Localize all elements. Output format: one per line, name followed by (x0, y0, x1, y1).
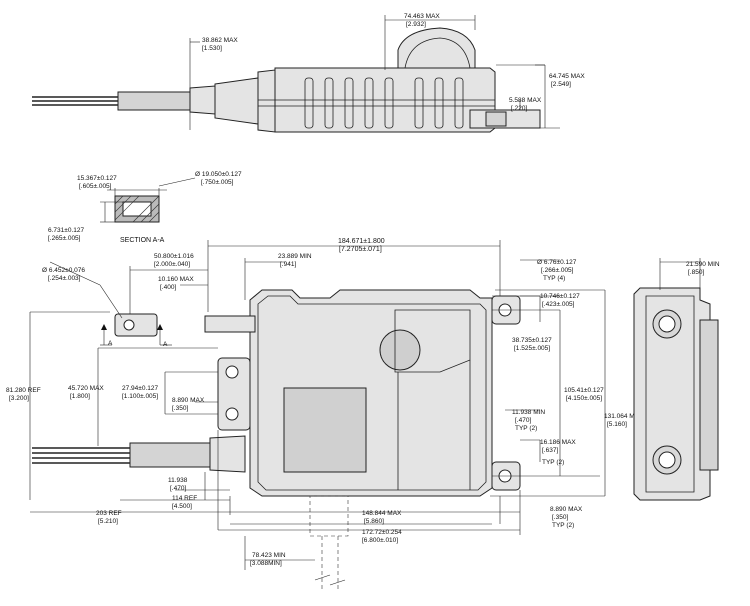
dim-top-left-in: [1.530] (202, 45, 222, 52)
dim-10: 10.160 MAX (158, 276, 194, 283)
dim-78-in: [3.088MIN] (250, 560, 282, 567)
dim-hole-left-in: [.254±.003] (48, 275, 81, 282)
dim-16-in: [.637] (542, 447, 558, 454)
section-label: SECTION A-A (120, 237, 165, 244)
dim-105: 105.41±0.127 (564, 387, 604, 394)
dim-45-in: [1.800] (70, 393, 90, 400)
dim-16: 16.186 MAX (540, 439, 576, 446)
dim-min-23: 23.889 MIN (278, 253, 312, 260)
dim-typ4: TYP (4) (543, 275, 565, 282)
dim-overall-width-in: [7.2705±.071] (339, 246, 382, 253)
dim-11938-left-in: [.470] (170, 485, 186, 492)
dim-172: 172.72±0.254 (362, 529, 402, 536)
dim-11938-left: 11.938 (168, 477, 188, 484)
dim-81-in: [3.200] (9, 395, 29, 402)
dim-11938-right: 11.938 MIN (512, 409, 545, 416)
dim-78: 78.423 MIN (252, 552, 286, 559)
section-mark-left: A (108, 340, 113, 347)
dimension-lines (29, 240, 606, 570)
dim-top-height: 64.745 MAX (549, 73, 585, 80)
dim-top-width-in: [2.932] (406, 21, 426, 28)
dim-114: 114 REF (172, 495, 197, 502)
dim-section-dia: Ø 19.050±0.127 (195, 171, 242, 178)
section-a-a (100, 177, 196, 223)
plan-view (32, 289, 521, 590)
dim-top-left: 38.862 MAX (202, 37, 238, 44)
dim-section-dia-in: [.750±.005] (201, 179, 234, 186)
dim-131-in: [5.160] (607, 421, 627, 428)
dim-21: 21.590 MIN (686, 261, 720, 268)
dim-8890: 8.890 MAX (172, 397, 205, 404)
end-view (633, 258, 719, 501)
section-mark-right: A (163, 341, 168, 348)
dim-typ2-c: TYP (2) (552, 522, 574, 529)
dim-hole-right: Ø 6.76±0.127 (537, 259, 577, 266)
dim-50: 50.800±1.016 (154, 253, 194, 260)
dim-148-in: [5.860] (364, 518, 384, 525)
dim-38: 38.735±0.127 (512, 337, 552, 344)
dim-148: 148.844 MAX (362, 510, 402, 517)
dim-172-in: [6.800±.010] (362, 537, 398, 544)
dim-top-flange-in: [.220] (511, 105, 527, 112)
dim-45: 45.720 MAX (68, 385, 104, 392)
dim-11938-right-in: [.470] (515, 417, 531, 424)
dim-section-height-in: [.265±.005] (48, 235, 81, 242)
dim-8890b: 8.890 MAX (550, 506, 583, 513)
dim-hole-left: Ø 6.452±0.076 (42, 267, 85, 274)
dim-21-in: [.850] (688, 269, 704, 276)
dim-114-in: [4.500] (172, 503, 192, 510)
dim-overall-width: 184.671±1.800 (338, 238, 385, 245)
dim-203-in: [5.210] (98, 518, 118, 525)
dim-10746: 10.746±0.127 (540, 293, 580, 300)
side-view (32, 15, 560, 133)
dim-50-in: [2.000±.040] (154, 261, 190, 268)
dim-hole-right-in: [.266±.005] (541, 267, 574, 274)
dim-section-width-in: [.605±.005] (79, 183, 112, 190)
dim-typ2-a: TYP (2) (515, 425, 537, 432)
dim-section-height: 6.731±0.127 (48, 227, 84, 234)
dim-typ2-b: TYP (2) (542, 459, 564, 466)
dim-38-in: [1.525±.005] (514, 345, 550, 352)
dim-top-height-in: [2.549] (551, 81, 571, 88)
dim-10-in: [.400] (160, 284, 176, 291)
dim-top-flange: 5.588 MAX (509, 97, 542, 104)
dim-27: 27.94±0.127 (122, 385, 158, 392)
dim-10746-in: [.423±.005] (542, 301, 575, 308)
section-arrows (101, 324, 163, 345)
dim-top-width: 74.463 MAX (404, 13, 440, 20)
dim-203: 203 REF (96, 510, 122, 517)
dim-section-width: 15.367±0.127 (77, 175, 117, 182)
dim-27-in: [1.100±.005] (122, 393, 158, 400)
dim-131: 131.064 MAX (604, 413, 644, 420)
dim-105-in: [4.150±.005] (566, 395, 602, 402)
dim-8890b-in: [.350] (552, 514, 568, 521)
dim-min-23-in: [.941] (280, 261, 296, 268)
dim-81: 81.280 REF (6, 387, 41, 394)
dim-8890-in: [.350] (172, 405, 188, 412)
